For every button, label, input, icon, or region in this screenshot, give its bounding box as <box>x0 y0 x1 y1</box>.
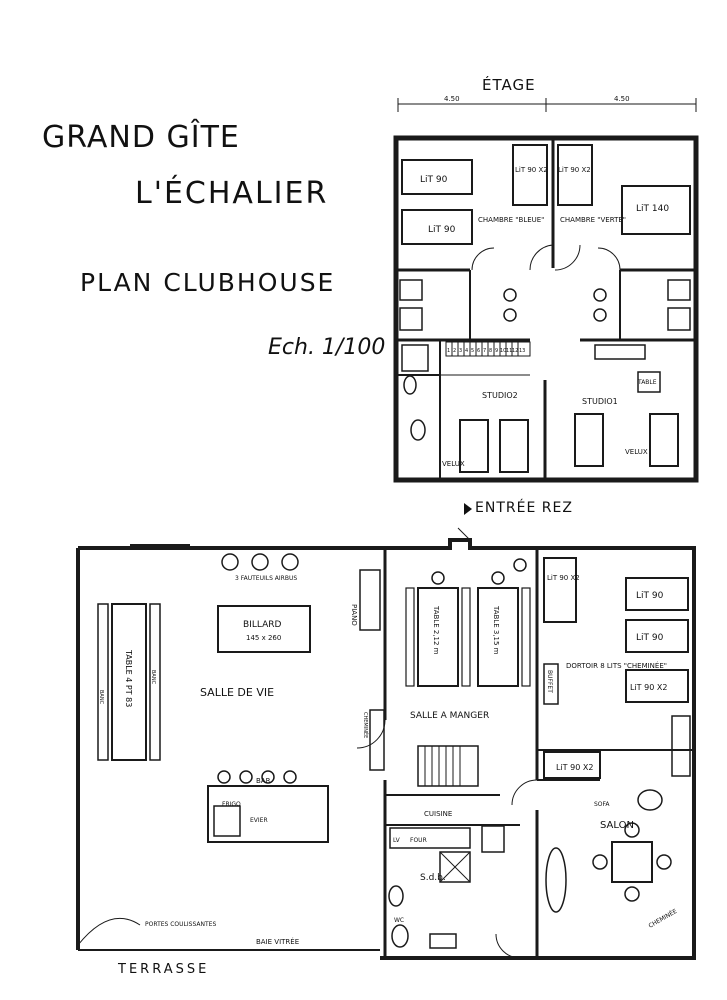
room-label-bench: BANC <box>98 690 104 705</box>
room-label-wc: WC <box>394 917 404 924</box>
stair-number: 12 <box>512 348 518 354</box>
room-label-long-table: TABLE 4 PT 83 <box>124 649 133 707</box>
terrace-label: TERRASSE <box>118 962 210 977</box>
stair-number: 8 <box>489 348 492 354</box>
room-label-buffet: BUFFET <box>546 670 553 693</box>
stair-number: 6 <box>477 348 480 354</box>
room-label-salon: SALON <box>600 820 634 831</box>
stair-number: 2 <box>453 348 456 354</box>
stair-number: 5 <box>471 348 474 354</box>
room-label-bed: LiT 90 <box>636 591 664 601</box>
room-label-chambre-verte: CHAMBRE "VERTE" <box>560 216 626 224</box>
room-label-billard-dim: 145 x 260 <box>246 634 281 642</box>
room-label-velux: VELUX <box>625 448 648 456</box>
room-label-velux: VELUX <box>442 460 465 468</box>
ground-floor-plan <box>76 527 696 960</box>
room-label-chambre-bleue: CHAMBRE "BLEUE" <box>478 216 544 224</box>
entrance-label: ENTRÉE REZ <box>475 500 573 516</box>
room-label-studio-2: STUDIO2 <box>482 391 518 400</box>
room-label-cuisine: CUISINE <box>424 810 452 818</box>
room-label-dorm: DORTOIR 8 LITS "CHEMINÉE" <box>566 661 667 670</box>
title-line-2: L'ÉCHALIER <box>135 176 329 211</box>
room-label-piano: PIANO <box>350 604 358 626</box>
room-label-bed: LiT 90 X2 <box>630 683 667 692</box>
dimension-right: 4.50 <box>614 95 630 103</box>
stair-number: 7 <box>483 348 486 354</box>
stair-number: 1 <box>447 348 450 354</box>
dimension-left: 4.50 <box>444 95 460 103</box>
room-label-bed: LiT 90 X2 <box>515 166 548 174</box>
room-label-bay-window: BAIE VITRÉE <box>256 937 299 946</box>
room-label-bed: LiT 90 X2 <box>547 574 580 582</box>
room-label-salle-a-manger: SALLE A MANGER <box>410 711 489 721</box>
room-label-fridge: FRIGO <box>222 801 241 808</box>
upper-floor-plan <box>393 98 699 483</box>
ground-floor-labels: 3 FAUTEUILS AIRBUS PIANO BILLARD 145 x 2… <box>98 574 678 946</box>
stair-number: 10 <box>500 348 506 354</box>
room-label-lv: LV <box>393 837 401 844</box>
room-label-bed: LiT 90 <box>636 633 664 643</box>
title-line-1: GRAND GÎTE <box>42 120 240 155</box>
room-label-salle-de-vie: SALLE DE VIE <box>200 686 274 699</box>
room-label-armchairs: 3 FAUTEUILS AIRBUS <box>235 575 297 582</box>
plan-label: PLAN CLUBHOUSE <box>80 268 336 297</box>
stair-number: 13 <box>519 348 525 354</box>
room-label-bathroom: S.d.b. <box>420 873 446 883</box>
room-label-sofa: SOFA <box>594 801 610 808</box>
room-label-dining-table: TABLE 3,15 m <box>492 605 500 655</box>
stair-number: 4 <box>465 348 468 354</box>
room-label-billard: BILLARD <box>243 620 281 630</box>
entrance-arrow-icon <box>464 503 472 515</box>
room-label-bed: LiT 90 X2 <box>558 166 591 174</box>
scale-label: Ech. 1/100 <box>268 335 386 360</box>
room-label-sink: EVIER <box>250 817 268 824</box>
stair-number: 3 <box>459 348 462 354</box>
stair-number: 9 <box>495 348 498 354</box>
room-label-bed: LiT 90 <box>428 225 456 235</box>
upper-floor-labels: 4.50 4.50 LiT 90 LiT 90 LiT 90 X2 LiT 90… <box>420 95 669 468</box>
room-label-fireplace: CHEMINÉE <box>362 712 370 738</box>
room-label-sliding-doors: PORTES COULISSANTES <box>145 921 216 928</box>
room-label-bar: BAR <box>256 777 271 785</box>
stair-number: 11 <box>506 348 512 354</box>
room-label-bench: BANC <box>150 670 156 685</box>
room-label-bed-double: LiT 90 X2 <box>556 763 593 772</box>
room-label-table: TABLE <box>637 379 657 386</box>
room-label-dining-table: TABLE 2,12 m <box>432 605 440 655</box>
room-label-fireplace: CHEMINÉE <box>647 907 678 930</box>
room-label-bed-140: LiT 140 <box>636 204 669 214</box>
room-label-oven: FOUR <box>410 837 427 844</box>
room-label-studio-1: STUDIO1 <box>582 397 618 406</box>
upper-floor-heading: ÉTAGE <box>482 76 536 94</box>
room-label-bed: LiT 90 <box>420 175 448 185</box>
